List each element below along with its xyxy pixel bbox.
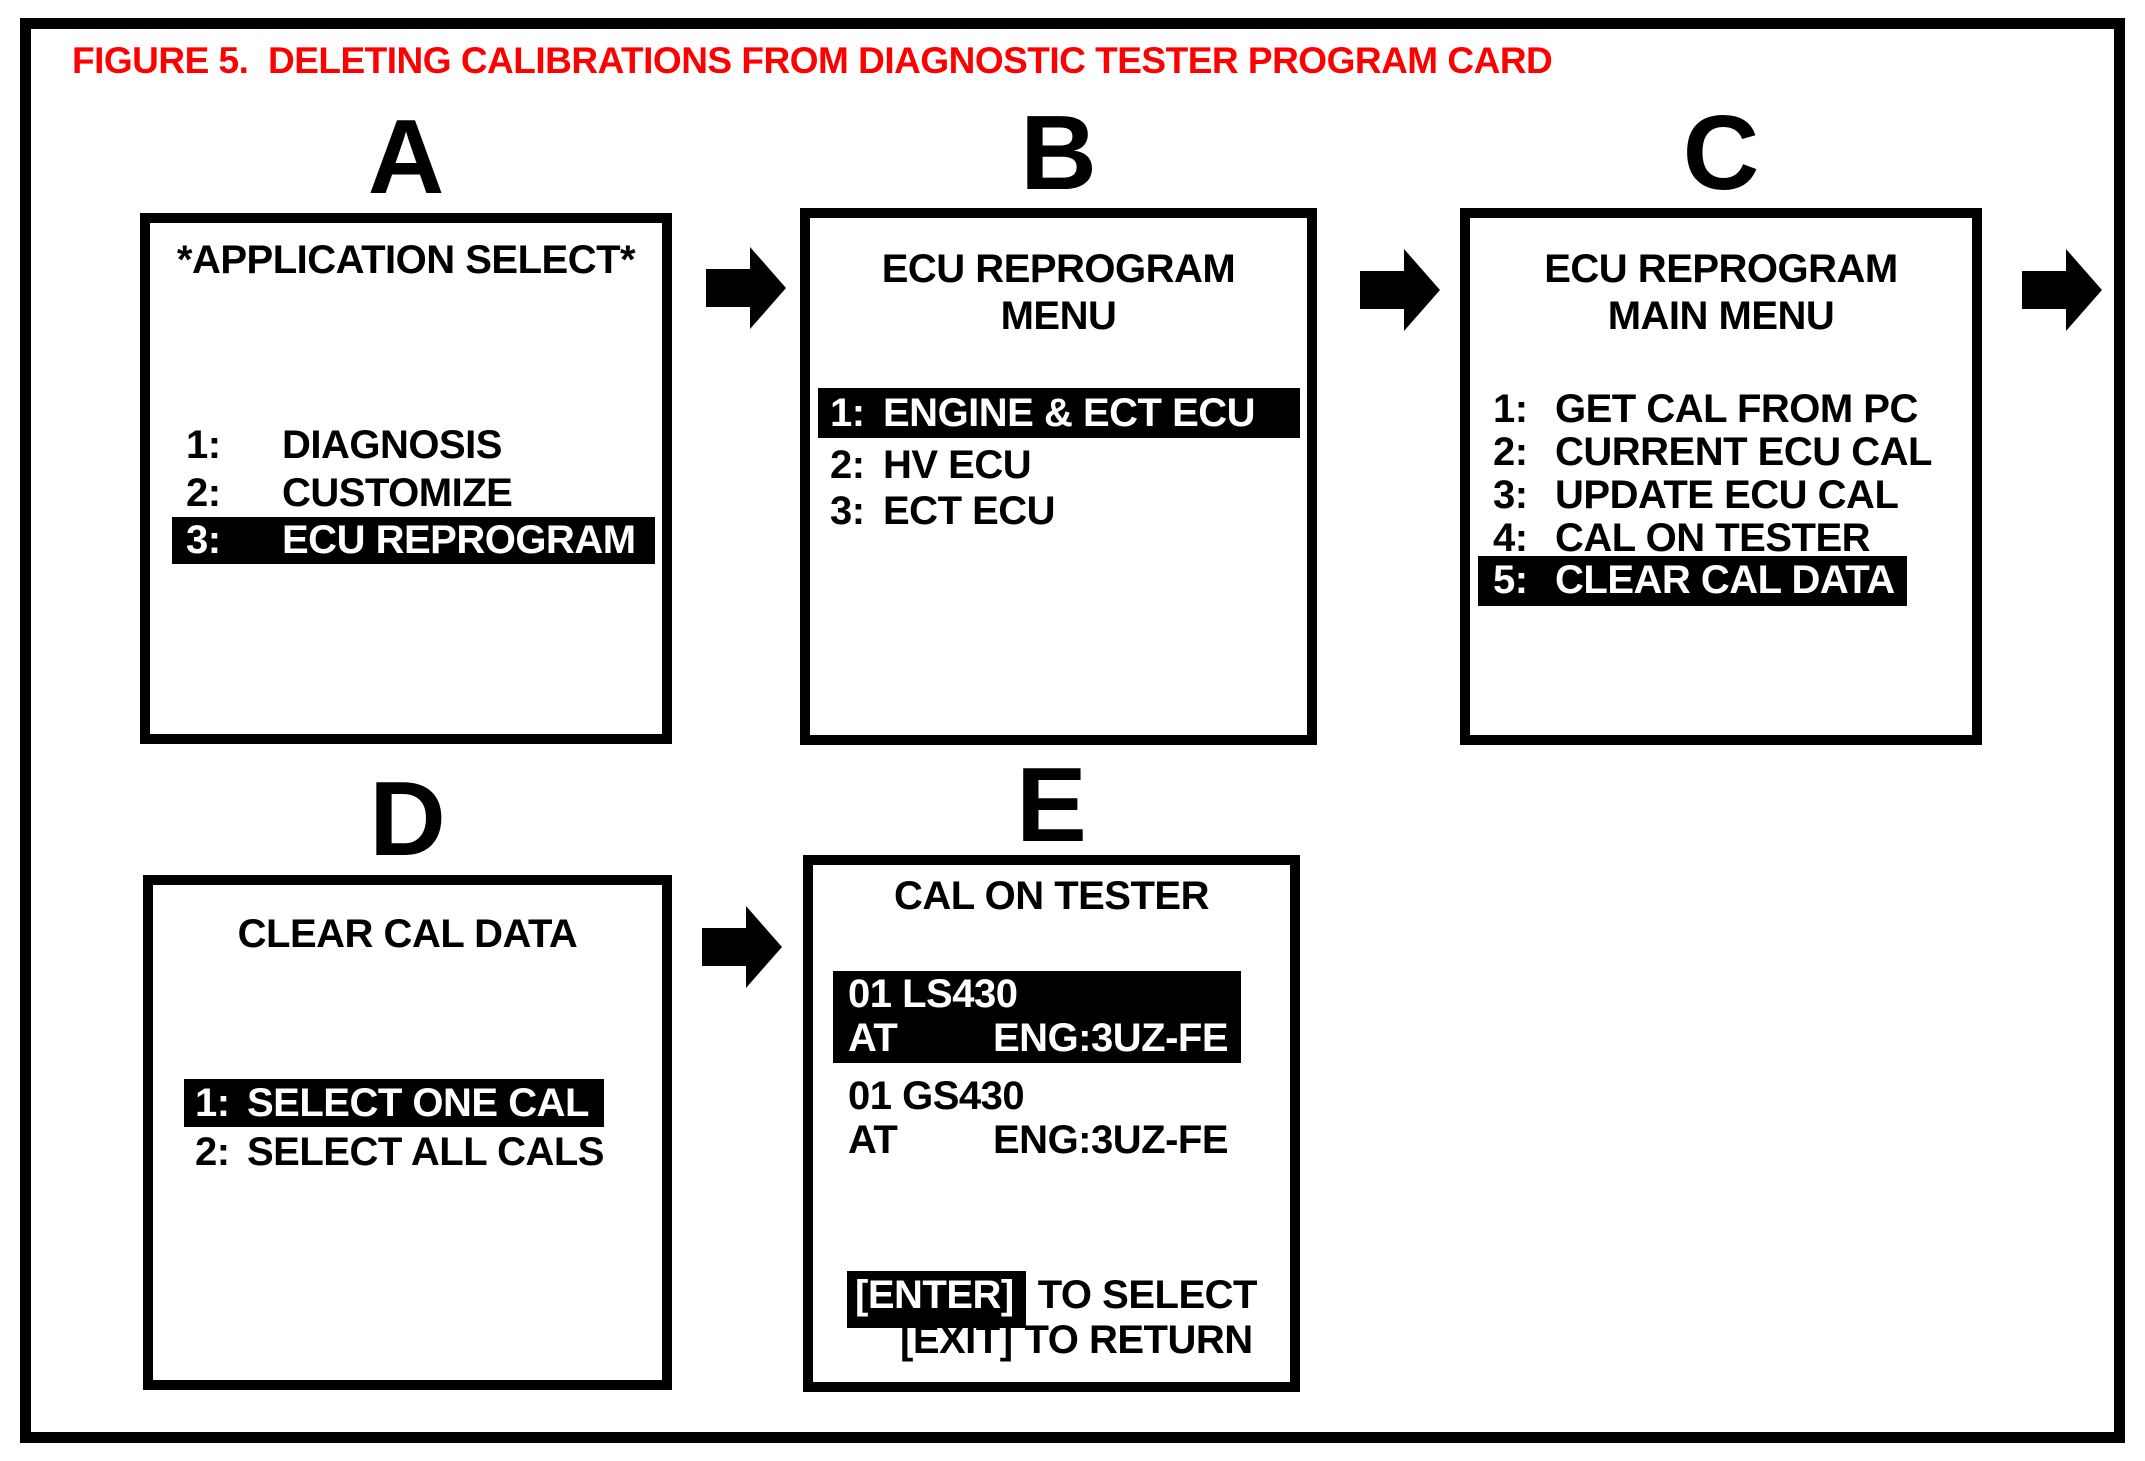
- exit-hint: [EXIT]TO RETURN: [900, 1318, 1257, 1363]
- enter-hint: [ENTER]TO SELECT: [847, 1271, 1258, 1328]
- step-letter-c: C: [1682, 94, 1760, 212]
- menu-item-current-ecu-cal: 2: CURRENT ECU CAL: [1493, 430, 1932, 474]
- screen-title-line1: ECU REPROGRAM: [881, 247, 1236, 291]
- menu-item-number: 1:: [830, 390, 865, 435]
- menu-item-label: DIAGNOSIS: [282, 422, 502, 467]
- screen-title-line2: MENU: [1000, 294, 1117, 338]
- step-letter-e: E: [1016, 746, 1087, 864]
- calibration-entry-ls430-selected: 01 LS430 AT ENG:3UZ-FE: [833, 971, 1241, 1063]
- screen-title: ECU REPROGRAM MENU: [810, 246, 1307, 340]
- step-letter-d: D: [369, 760, 446, 878]
- menu-item-number: 2:: [1493, 430, 1528, 474]
- menu-item-clear-cal-data-selected: 5: CLEAR CAL DATA: [1478, 556, 1907, 606]
- menu-item-label: HV ECU: [883, 442, 1032, 487]
- menu-item-select-one-cal-selected: 1: SELECT ONE CAL: [184, 1079, 604, 1127]
- exit-key-label: [EXIT]: [900, 1318, 1013, 1362]
- tester-screen-ecu-reprogram-menu: ECU REPROGRAM MENU 1: ENGINE & ECT ECU 2…: [800, 208, 1317, 745]
- menu-item-label: CAL ON TESTER: [1555, 516, 1871, 560]
- menu-item-number: 2:: [186, 470, 221, 515]
- screen-title-line1: ECU REPROGRAM: [1544, 247, 1898, 291]
- menu-item-ect-ecu: 3: ECT ECU: [830, 488, 1056, 534]
- screen-title: CLEAR CAL DATA: [237, 912, 578, 956]
- menu-item-update-ecu-cal: 3: UPDATE ECU CAL: [1493, 473, 1899, 517]
- menu-item-cal-on-tester: 4: CAL ON TESTER: [1493, 516, 1871, 560]
- menu-item-label: GET CAL FROM PC: [1555, 387, 1918, 431]
- calibration-transmission: AT: [848, 1118, 898, 1162]
- menu-item-diagnosis: 1: DIAGNOSIS: [186, 421, 502, 469]
- menu-item-label: ECT ECU: [883, 488, 1056, 533]
- menu-list: 1: DIAGNOSIS 2: CUSTOMIZE 3: ECU REPROGR…: [172, 421, 655, 564]
- menu-item-get-cal-from-pc: 1: GET CAL FROM PC: [1493, 387, 1918, 431]
- screen-title: *APPLICATION SELECT*: [176, 238, 636, 282]
- calibration-entry-gs430: 01 GS430 AT ENG:3UZ-FE: [833, 1073, 1241, 1165]
- menu-item-number: 2:: [195, 1129, 230, 1174]
- menu-item-label: CURRENT ECU CAL: [1555, 430, 1932, 474]
- screen-title: ECU REPROGRAM MAIN MENU: [1470, 246, 1972, 340]
- arrow-right-icon: [702, 906, 782, 988]
- menu-list: 1: GET CAL FROM PC 2: CURRENT ECU CAL 3:…: [1478, 387, 1932, 606]
- tester-screen-clear-cal-data: CLEAR CAL DATA 1: SELECT ONE CAL 2: SELE…: [143, 875, 672, 1390]
- step-letter-b: B: [1020, 94, 1097, 212]
- calibration-model: 01 LS430: [848, 972, 1018, 1016]
- key-hints: [ENTER]TO SELECT [EXIT]TO RETURN: [847, 1271, 1257, 1363]
- calibration-list: 01 LS430 AT ENG:3UZ-FE 01 GS430 AT ENG:3…: [833, 971, 1241, 1165]
- calibration-engine: ENG:3UZ-FE: [993, 1118, 1229, 1162]
- menu-item-select-all-cals: 2: SELECT ALL CALS: [195, 1127, 604, 1177]
- menu-item-customize: 2: CUSTOMIZE: [186, 469, 513, 517]
- menu-item-label: SELECT ONE CAL: [247, 1080, 589, 1125]
- screen-title-line2: MAIN MENU: [1607, 294, 1835, 338]
- menu-item-engine-ect-ecu-selected: 1: ENGINE & ECT ECU: [818, 388, 1301, 438]
- arrow-right-icon: [2022, 249, 2102, 331]
- calibration-model: 01 GS430: [848, 1074, 1025, 1118]
- calibration-detail: AT ENG:3UZ-FE: [848, 1118, 1229, 1162]
- arrow-right-icon: [706, 247, 786, 329]
- menu-item-ecu-reprogram-selected: 3: ECU REPROGRAM: [172, 517, 655, 564]
- menu-list: 1: ENGINE & ECT ECU 2: HV ECU 3: ECT ECU: [818, 388, 1301, 534]
- menu-item-number: 4:: [1493, 516, 1528, 560]
- menu-item-label: ENGINE & ECT ECU: [883, 390, 1256, 435]
- figure-title: FIGURE 5. DELETING CALIBRATIONS FROM DIA…: [72, 40, 1553, 81]
- calibration-transmission: AT: [848, 1016, 898, 1060]
- calibration-engine: ENG:3UZ-FE: [993, 1016, 1229, 1060]
- menu-item-number: 3:: [1493, 473, 1528, 517]
- calibration-detail: AT ENG:3UZ-FE: [848, 1016, 1229, 1060]
- tester-screen-application-select: *APPLICATION SELECT* 1: DIAGNOSIS 2: CUS…: [140, 213, 672, 744]
- menu-item-number: 3:: [830, 488, 865, 533]
- menu-item-label: ECU REPROGRAM: [282, 518, 636, 562]
- menu-item-hv-ecu: 2: HV ECU: [830, 442, 1032, 488]
- menu-list: 1: SELECT ONE CAL 2: SELECT ALL CALS: [184, 1079, 604, 1177]
- exit-action-label: TO RETURN: [1024, 1318, 1254, 1362]
- menu-item-number: 5:: [1493, 557, 1528, 602]
- menu-item-label: CUSTOMIZE: [282, 470, 513, 515]
- menu-item-number: 2:: [830, 442, 865, 487]
- menu-item-label: SELECT ALL CALS: [247, 1129, 604, 1174]
- menu-item-number: 1:: [186, 422, 221, 467]
- enter-action-label: TO SELECT: [1037, 1273, 1258, 1317]
- menu-item-number: 1:: [195, 1080, 230, 1125]
- step-letter-a: A: [367, 98, 445, 216]
- tester-screen-cal-on-tester: CAL ON TESTER 01 LS430 AT ENG:3UZ-FE 01 …: [803, 855, 1300, 1392]
- menu-item-number: 3:: [186, 518, 221, 562]
- tester-screen-ecu-reprogram-main-menu: ECU REPROGRAM MAIN MENU 1: GET CAL FROM …: [1460, 208, 1982, 745]
- arrow-right-icon: [1360, 249, 1440, 331]
- menu-item-number: 1:: [1493, 387, 1528, 431]
- enter-key-label: [ENTER]: [847, 1271, 1026, 1328]
- menu-item-label: UPDATE ECU CAL: [1555, 473, 1899, 517]
- screen-title: CAL ON TESTER: [893, 874, 1210, 918]
- menu-item-label: CLEAR CAL DATA: [1555, 557, 1895, 602]
- figure-border: [20, 18, 2125, 1443]
